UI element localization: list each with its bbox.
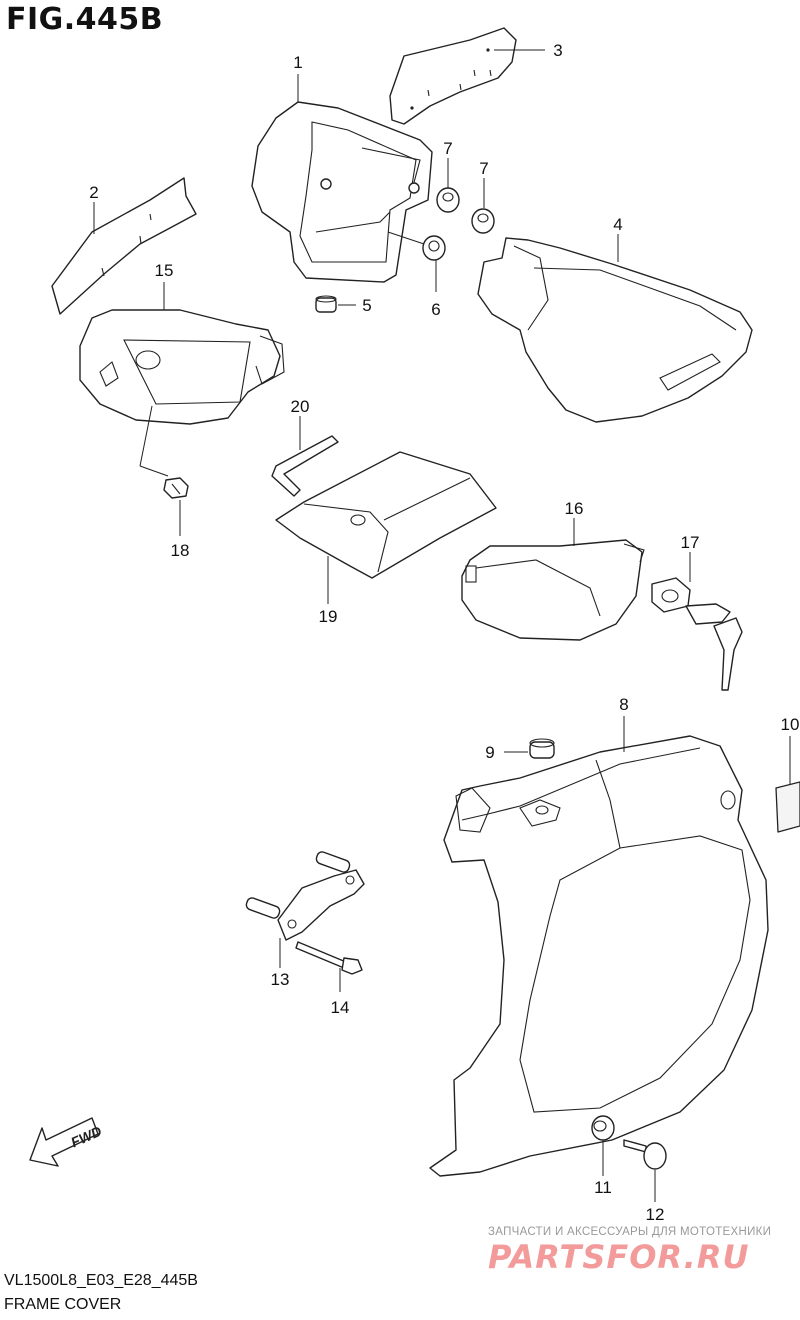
callout-13: 13 <box>271 970 290 989</box>
part-15-holder[interactable] <box>79 309 285 425</box>
callout-10: 10 <box>781 715 800 734</box>
callout-2: 2 <box>89 183 98 202</box>
callout-14: 14 <box>331 998 350 1017</box>
fwd-arrow: FWD <box>29 1117 104 1167</box>
part-20-hex-key[interactable] <box>271 435 339 497</box>
part-10-label[interactable] <box>775 781 800 833</box>
part-3-panel[interactable] <box>389 27 517 125</box>
part-1-frame-cover[interactable] <box>251 101 433 283</box>
part-12-screw[interactable] <box>623 1139 667 1170</box>
watermark-logo: PARTSFOR.RU <box>488 1238 750 1276</box>
callout-3: 3 <box>553 41 562 60</box>
callout-12: 12 <box>646 1205 665 1224</box>
part-9-grommet[interactable] <box>529 738 555 759</box>
part-17-lock[interactable] <box>651 577 743 691</box>
figure-title: FIG.445B <box>6 2 164 37</box>
part-5-grommet[interactable] <box>315 295 337 313</box>
callout-6: 6 <box>431 300 440 319</box>
part-16-lens[interactable] <box>461 539 645 641</box>
part-7a-grommet[interactable] <box>436 187 460 213</box>
callout-15: 15 <box>155 261 174 280</box>
watermark-tagline: ЗАПЧАСТИ И АКСЕССУАРЫ ДЛЯ МОТОТЕХНИКИ <box>488 1226 772 1238</box>
part-13-bracket[interactable] <box>245 851 365 941</box>
callout-11: 11 <box>594 1178 612 1197</box>
part-7b-grommet[interactable] <box>471 208 495 234</box>
part-19-tool-bag[interactable] <box>275 451 497 579</box>
callout-18: 18 <box>171 541 190 560</box>
part-6-grommet[interactable] <box>422 235 446 261</box>
part-2-panel[interactable] <box>51 177 197 315</box>
callout-17: 17 <box>681 533 700 552</box>
figure-code: VL1500L8_E03_E28_445B <box>4 1272 198 1289</box>
callout-8: 8 <box>619 695 628 714</box>
part-18-bolt[interactable] <box>163 477 189 499</box>
part-4-side-cover[interactable] <box>477 237 753 423</box>
part-8-frame-cover[interactable] <box>429 735 769 1177</box>
part-11-grommet[interactable] <box>591 1115 615 1141</box>
callout-5: 5 <box>362 296 371 315</box>
callout-1: 1 <box>293 53 302 72</box>
callout-7b: 7 <box>479 159 488 178</box>
callout-7a: 7 <box>443 139 452 158</box>
callout-9: 9 <box>485 743 494 762</box>
part-14-bolt[interactable] <box>295 941 363 975</box>
callout-20: 20 <box>291 397 310 416</box>
callout-4: 4 <box>613 215 622 234</box>
callout-19: 19 <box>319 607 338 626</box>
callout-16: 16 <box>565 499 584 518</box>
figure-name: FRAME COVER <box>4 1296 122 1313</box>
